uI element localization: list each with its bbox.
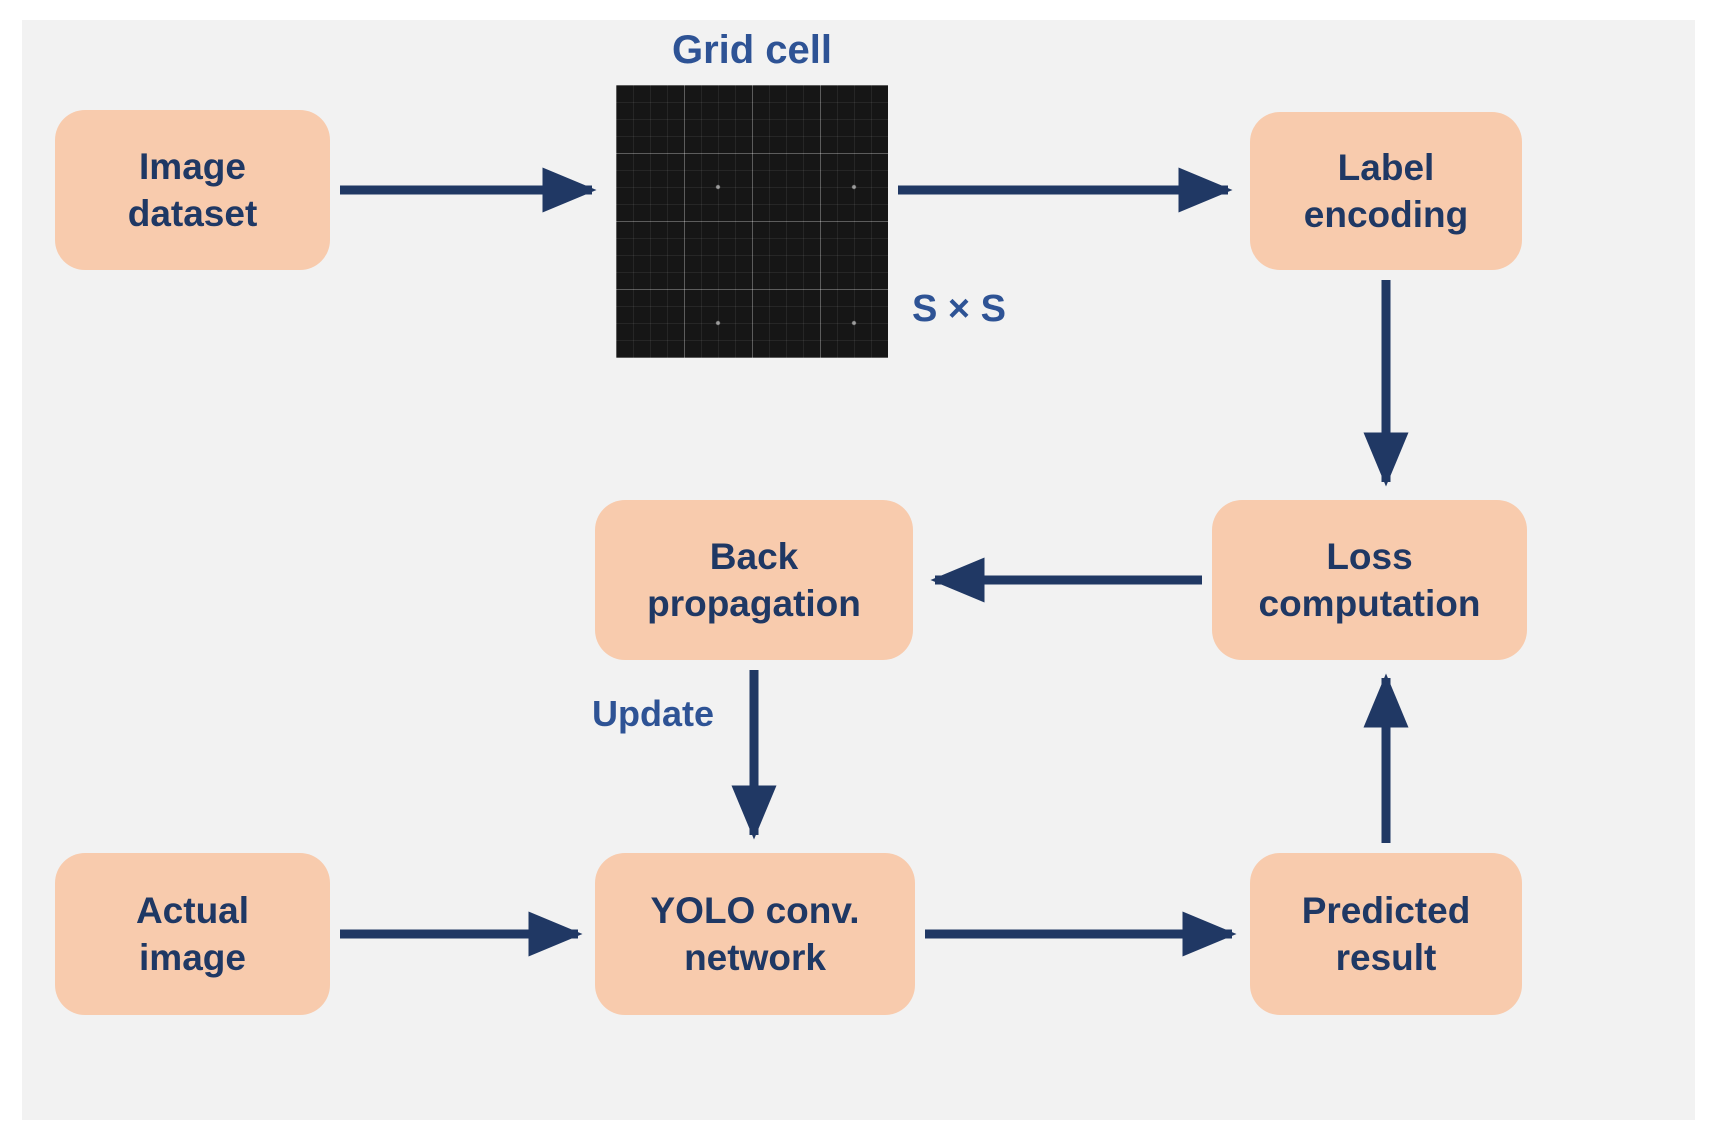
node-loss-computation: Loss computation [1212, 500, 1527, 660]
node-yolo-conv-network-label: YOLO conv. network [650, 889, 860, 978]
node-image-dataset-label: Image dataset [127, 145, 258, 234]
grid-cell-title: Grid cell [671, 28, 833, 72]
node-yolo-conv-network: YOLO conv. network [595, 853, 915, 1015]
node-predicted-result: Predicted result [1250, 853, 1522, 1015]
grid-size-label: S × S [912, 288, 1006, 330]
update-label: Update [592, 693, 715, 734]
node-actual-image: Actual image [55, 853, 330, 1015]
node-predicted-result-label: Predicted result [1301, 889, 1471, 978]
node-back-propagation-label: Back propagation [647, 535, 861, 624]
node-label-encoding-label: Label encoding [1303, 146, 1469, 235]
node-actual-image-label: Actual image [135, 889, 250, 978]
node-image-dataset: Image dataset [55, 110, 330, 270]
node-loss-computation-label: Loss computation [1258, 535, 1481, 624]
node-label-encoding: Label encoding [1250, 112, 1522, 270]
grid-cell-image [616, 85, 888, 358]
node-back-propagation: Back propagation [595, 500, 913, 660]
